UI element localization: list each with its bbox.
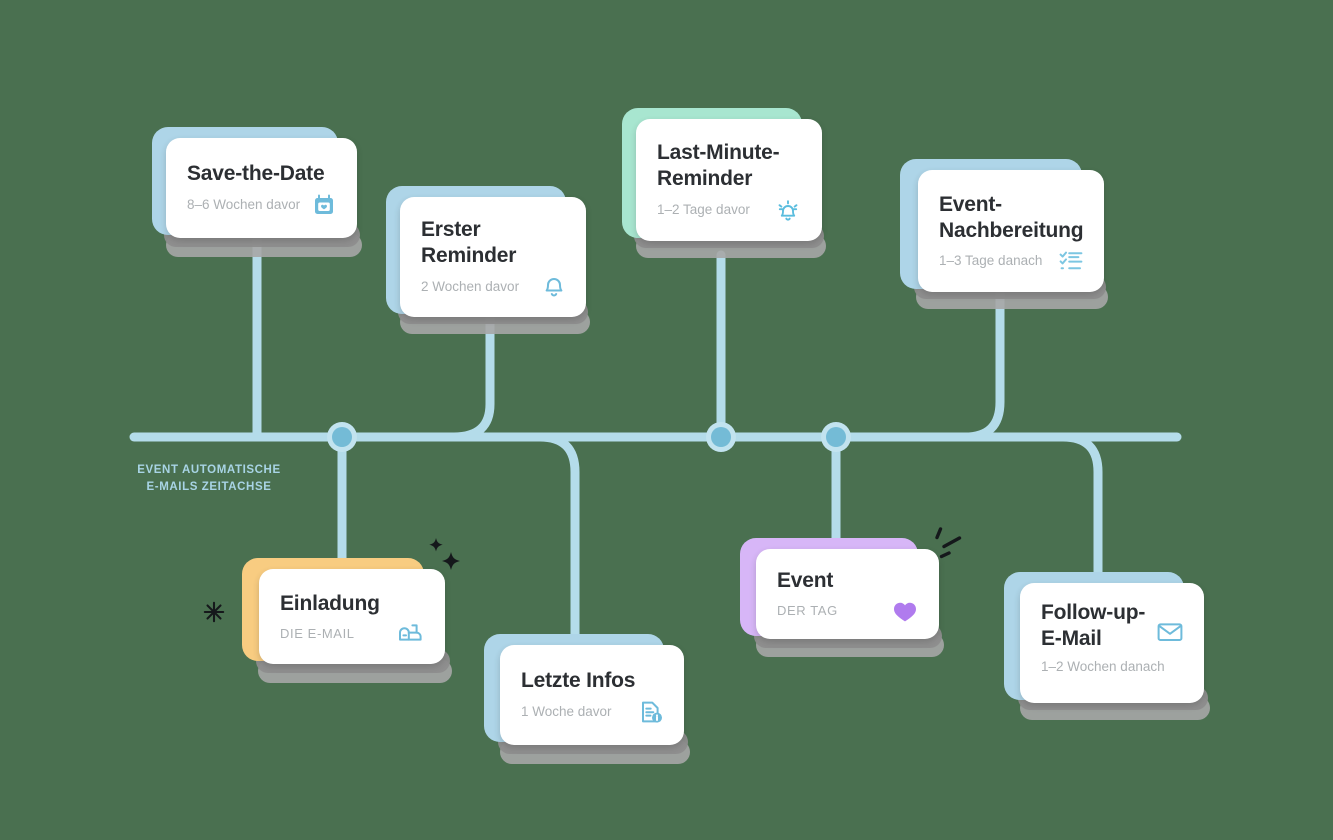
mailbox-icon: [398, 623, 424, 645]
asterisk-decoration: [203, 601, 225, 623]
timeline-dot: [327, 422, 357, 452]
card-face[interactable]: Letzte Infos 1 Woche davor: [500, 645, 684, 745]
card-subtitle: 8–6 Wochen davor: [187, 197, 301, 212]
card-meta-row: 8–6 Wochen davor: [187, 193, 336, 217]
bell-icon: [543, 275, 565, 299]
card-meta-row: 1–3 Tage danach: [939, 250, 1083, 272]
bell-ringing-icon: [775, 198, 801, 222]
checklist-icon: [1059, 250, 1083, 272]
calendar-heart-icon: [312, 193, 336, 217]
card-title: Follow-up-E-Mail: [1041, 601, 1146, 650]
card-subtitle: 1–2 Tage davor: [657, 202, 750, 217]
timeline-axis-caption: EVENT AUTOMATISCHE E-MAILS ZEITACHSE: [137, 464, 281, 493]
card-title: Einladung: [280, 591, 380, 615]
card-title: Event-Nachbereitung: [939, 193, 1084, 242]
card-face[interactable]: Last-Minute-Reminder 1–2 Tage davor: [636, 119, 822, 241]
card-einladung[interactable]: Einladung DIE E-MAIL: [242, 558, 454, 683]
card-event[interactable]: Event DER TAG: [740, 538, 945, 658]
card-face[interactable]: Follow-up-E-Mail 1–2 Wochen danach: [1020, 583, 1204, 703]
card-title: Letzte Infos: [521, 669, 636, 692]
card-erster-reminder[interactable]: Erster Reminder 2 Wochen davor: [386, 186, 591, 336]
card-follow-up-e-mail[interactable]: Follow-up-E-Mail 1–2 Wochen danach: [1004, 572, 1210, 720]
card-subtitle: 1 Woche davor: [521, 704, 612, 719]
card-meta-row: DER TAG: [777, 600, 918, 623]
card-face[interactable]: Event-Nachbereitung 1–3 Tage danach: [918, 170, 1104, 292]
card-letzte-infos[interactable]: Letzte Infos 1 Woche davor: [484, 634, 690, 764]
card-subtitle: DER TAG: [777, 603, 838, 618]
document-info-icon: [639, 700, 663, 724]
card-title: Last-Minute-Reminder: [657, 141, 780, 190]
card-meta-row: 2 Wochen davor: [421, 275, 565, 299]
card-title: Save-the-Date: [187, 162, 325, 185]
card-meta-row: 1 Woche davor: [521, 700, 663, 724]
card-save-the-date[interactable]: Save-the-Date 8–6 Wochen davor: [152, 127, 362, 257]
card-subtitle: 1–2 Wochen danach: [1041, 659, 1165, 674]
envelope-icon: [1157, 622, 1183, 642]
card-event-nachbereitung[interactable]: Event-Nachbereitung 1–3 Tage danach: [900, 159, 1110, 309]
card-title-row: Follow-up-E-Mail: [1041, 600, 1183, 652]
card-face[interactable]: Einladung DIE E-MAIL: [259, 569, 445, 664]
card-title: Erster Reminder: [421, 218, 517, 267]
timeline-dot: [821, 422, 851, 452]
card-meta-row: DIE E-MAIL: [280, 623, 424, 645]
wire-event-nachbereitung: [960, 283, 1005, 442]
card-last-minute-reminder[interactable]: Last-Minute-Reminder 1–2 Tage davor: [622, 108, 827, 258]
card-face[interactable]: Erster Reminder 2 Wochen davor: [400, 197, 586, 317]
card-face[interactable]: Event DER TAG: [756, 549, 939, 639]
card-title: Event: [777, 568, 834, 592]
card-subtitle: 1–3 Tage danach: [939, 253, 1043, 268]
card-subtitle: DIE E-MAIL: [280, 625, 355, 641]
timeline-dots: [327, 422, 851, 452]
heart-icon: [892, 600, 918, 623]
card-meta-row: 1–2 Wochen danach: [1041, 658, 1183, 676]
card-subtitle: 2 Wochen davor: [421, 279, 520, 294]
card-face[interactable]: Save-the-Date 8–6 Wochen davor: [166, 138, 357, 238]
timeline-dot: [706, 422, 736, 452]
wire-letzte-infos: [535, 432, 580, 655]
card-meta-row: 1–2 Tage davor: [657, 198, 801, 222]
